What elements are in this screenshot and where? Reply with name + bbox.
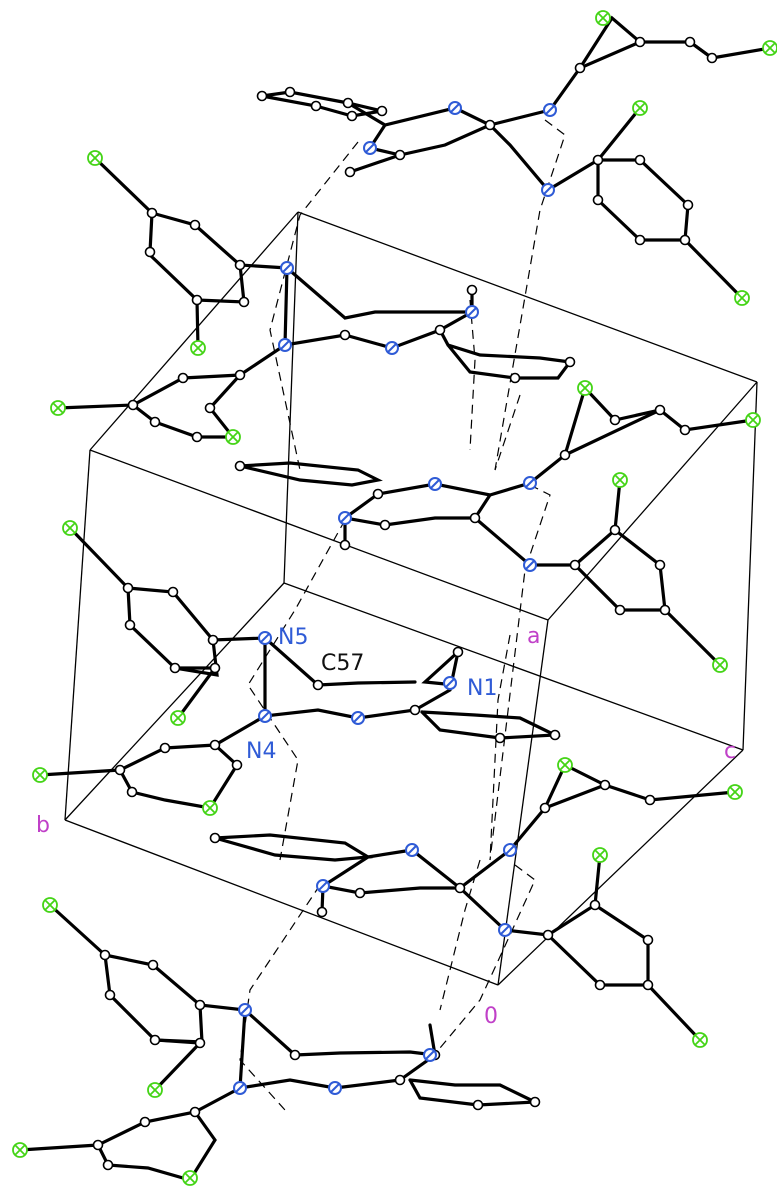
atom-n5 bbox=[258, 631, 272, 645]
label-n5: N5 bbox=[278, 625, 308, 650]
axis-label-origin: 0 bbox=[484, 1004, 498, 1029]
label-c57: C57 bbox=[321, 651, 364, 676]
unit-cell bbox=[64, 211, 758, 986]
atom-n1 bbox=[443, 676, 457, 690]
axis-label-b: b bbox=[36, 813, 50, 838]
axis-label-a: a bbox=[527, 624, 540, 649]
carbon-atoms bbox=[92, 36, 718, 1171]
atom-n4 bbox=[258, 709, 272, 723]
label-n1: N1 bbox=[467, 676, 497, 701]
bonds bbox=[18, 15, 772, 1182]
label-n4: N4 bbox=[246, 739, 276, 764]
chlorine-atoms bbox=[12, 10, 777, 1186]
axis-label-c: c bbox=[724, 739, 736, 764]
nitrogen-atoms bbox=[233, 101, 557, 1095]
